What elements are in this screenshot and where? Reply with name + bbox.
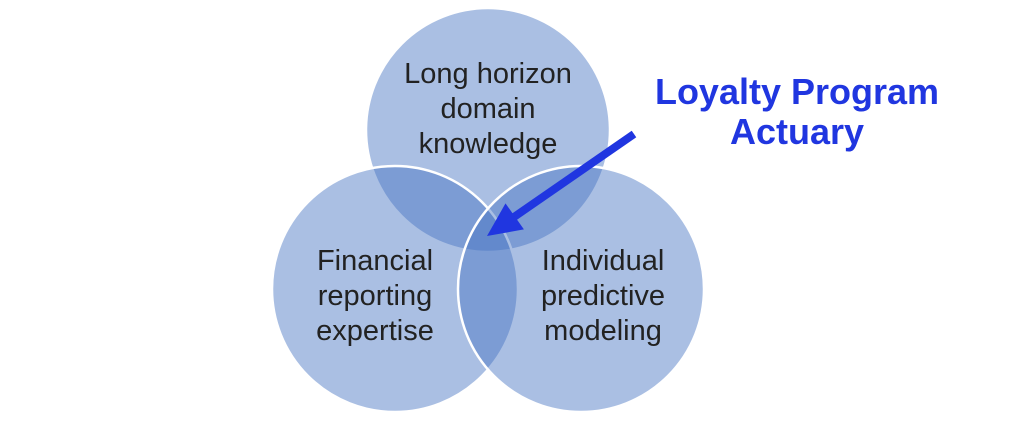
circle-financial-reporting: [270, 164, 520, 414]
callout-arrow: [487, 130, 637, 236]
label-line: Individual: [541, 245, 665, 277]
label-line: Long horizon: [404, 58, 572, 90]
label-line: knowledge: [418, 128, 558, 160]
arrow-shaft-icon: [511, 130, 637, 221]
label-long-horizon: Long horizon domain knowledge: [378, 57, 598, 162]
label-line: Financial: [316, 245, 434, 277]
label-line: domain: [440, 93, 536, 125]
label-line: predictive: [540, 280, 666, 312]
arrow-head-icon: [487, 203, 524, 236]
callout-title: Loyalty Program Actuary: [627, 72, 967, 152]
label-line: modeling: [544, 315, 662, 347]
callout-title-line: Actuary: [729, 111, 865, 152]
label-financial-reporting: Financial reporting expertise: [265, 244, 485, 349]
callout-title-line: Loyalty Program: [654, 71, 940, 112]
label-individual-predictive: Individual predictive modeling: [493, 244, 713, 349]
label-line: expertise: [316, 315, 434, 347]
label-line: reporting: [317, 280, 433, 312]
